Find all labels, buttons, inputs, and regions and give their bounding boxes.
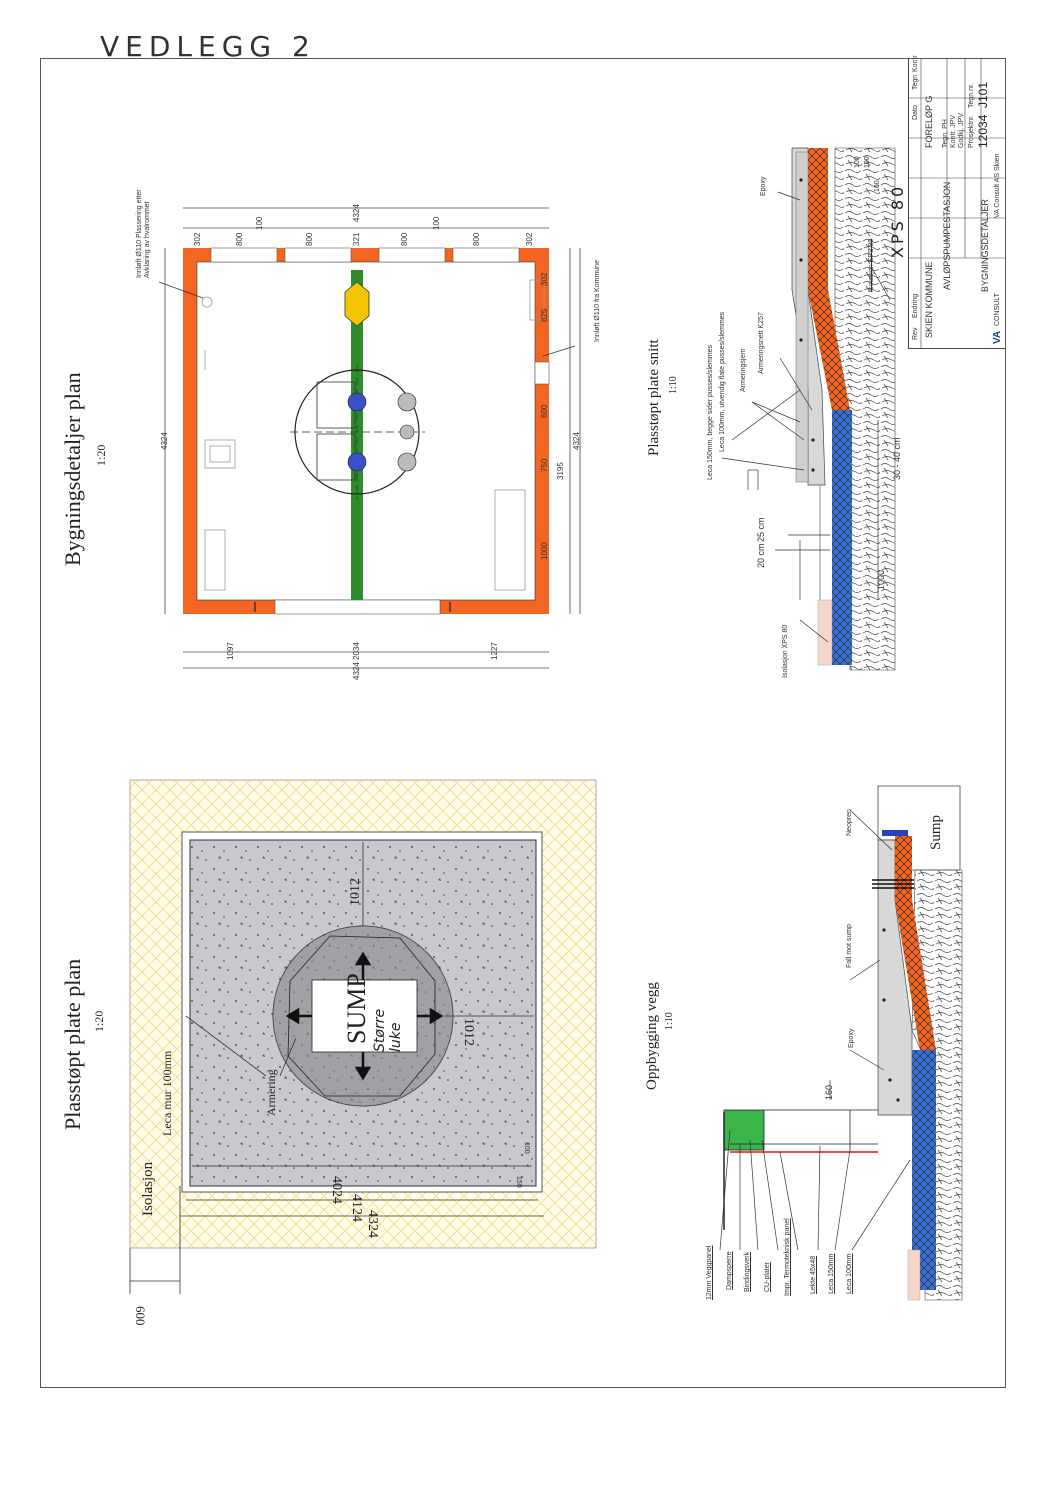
- plate-dim-600: 600: [133, 1306, 148, 1326]
- tb-project: AVLØPSPUMPESTASJON: [942, 181, 952, 290]
- plate-label-armering: Armering: [264, 1069, 278, 1116]
- plate-plan-title: Plasstøpt plate plan: [60, 958, 85, 1130]
- slab-dim-100-a: 100: [854, 156, 861, 168]
- tb-client: SKIEN KOMMUNE: [924, 261, 934, 338]
- tb-company: CONSULT: [994, 293, 1001, 326]
- wall-dim-160: 160: [824, 1084, 834, 1100]
- tb-meta-2: Kontr. JPV: [950, 114, 957, 148]
- wall-label-epoxy: Epoxy: [848, 1028, 855, 1048]
- slab-label-armeringsnett: Armeringsnett K257: [758, 312, 765, 374]
- tb-meta-3: Godkj. JPV: [958, 112, 965, 148]
- dim-left-total: 4324: [160, 432, 169, 450]
- slab-label-epoxy: Epoxy: [760, 176, 767, 196]
- slab-section-drawing: [721, 147, 896, 671]
- tb-company-logo: VA: [992, 330, 1003, 344]
- wall-label-neopren: Neopren: [846, 809, 853, 836]
- slab-label-xps-handwritten: XPS 80: [888, 183, 907, 258]
- dim-top-seg-5: 800: [400, 232, 409, 246]
- dim-top-seg-2: 800: [235, 232, 244, 246]
- plate-dim-4324: 4324: [365, 1210, 380, 1238]
- slab-section-scale: 1:10: [668, 376, 679, 394]
- tb-project-no: 12034: [976, 114, 990, 148]
- dim-right-total: 4324: [572, 432, 581, 450]
- dim-top-seg-7: 302: [525, 232, 534, 246]
- wall-section-title: Oppbygging vegg: [644, 982, 660, 1090]
- plate-dim-150: 150: [515, 1176, 522, 1188]
- tb-meta-5: Tegn.nr.: [968, 83, 975, 108]
- slab-label-leca100: Leca 100mm, utvendig flate pusses/slemme…: [719, 311, 726, 452]
- title-block: [908, 58, 1005, 349]
- building-plan-title: Bygningsdetaljer plan: [60, 372, 85, 566]
- tb-meta-1: Tegn. PH: [942, 119, 949, 148]
- slab-section-title: Plasstøpt plate snitt: [646, 339, 662, 456]
- dim-right-mid: 3195: [556, 462, 565, 480]
- slab-dim-20cm: 20 cm: [756, 543, 766, 568]
- slab-label-isolasjon-eps: Isolasjon EPS 80: [868, 238, 875, 292]
- slab-dim-1000: 1000: [876, 569, 886, 590]
- tb-kontr-label: Kontr: [912, 55, 919, 72]
- dim-top-sub-2: 100: [432, 216, 441, 230]
- wall-layer-1: 12mm Veggpanel: [706, 1245, 713, 1300]
- building-plan-scale: 1:20: [94, 444, 108, 466]
- wall-layer-3: Bindingsverk: [744, 1251, 751, 1292]
- dim-right-seg-2: 750: [540, 458, 549, 472]
- tb-drawing-no: J101: [976, 81, 990, 108]
- plate-plan-drawing: [129, 779, 597, 1294]
- slab-label-isolasjon-xps: Isolasjon XPS 80: [782, 624, 789, 678]
- slab-label-armeringsjern: Armeringsjern: [740, 348, 747, 392]
- plate-dim-1012-vertical: 1012: [348, 878, 363, 906]
- tb-drawing-title: BYGNINGSDETALJER: [980, 199, 990, 292]
- wall-layer-4: CU-plater: [764, 1262, 771, 1292]
- dim-right-seg-3: 600: [540, 404, 549, 418]
- dim-right-seg-4: 825: [540, 308, 549, 322]
- tb-date-label: Dato: [912, 105, 919, 120]
- building-plan-drawing: [158, 207, 581, 669]
- wall-layer-5: Impr. Termoteknisk panel: [784, 1218, 791, 1296]
- wall-label-sump: Sump: [928, 814, 944, 850]
- wall-layer-7: Leca 150mm: [828, 1253, 835, 1294]
- dim-top-seg-6: 800: [472, 232, 481, 246]
- dim-right-seg-5: 302: [540, 272, 549, 286]
- plate-dim-1012-horizontal: 1012: [461, 1018, 476, 1046]
- tb-rev-label: Rev: [912, 327, 919, 340]
- plate-dim-4024: 4024: [329, 1176, 344, 1204]
- plate-dim-4124: 4124: [349, 1194, 364, 1222]
- tb-tegn-label: Tegn: [912, 74, 919, 90]
- dim-top-sub-1: 100: [255, 216, 264, 230]
- dim-top-seg-1: 302: [193, 232, 202, 246]
- handwritten-title: VEDLEGG 2: [100, 30, 316, 63]
- plate-label-leca-mur: Leca mur 100mm: [160, 1050, 174, 1136]
- tb-meta-4: Prosjektnr.: [968, 114, 975, 148]
- note-inlet-top: Innløft Ø110 Plassering etter Avklaring …: [136, 189, 151, 278]
- slab-label-leca150: Leca 150mm, begge sider pusses/slemmes: [707, 344, 714, 480]
- dim-top-total: 4324: [352, 204, 361, 222]
- tb-status: FORELØP G: [924, 95, 934, 148]
- tb-company-address: VA Consult AS Skien: [994, 153, 1001, 218]
- slab-dim-25cm: 25 cm: [756, 517, 766, 542]
- plate-label-sump-handwritten: Større luke: [372, 1008, 404, 1052]
- wall-layer-2: Dampsperre: [726, 1251, 733, 1290]
- dim-bottom-seg-3: 1227: [490, 642, 499, 660]
- plate-label-isolasjon: Isolasjon: [140, 1161, 156, 1216]
- dim-bottom-total: 4324: [352, 662, 361, 680]
- wall-layer-6: Lekte 45x48: [810, 1255, 817, 1294]
- wall-label-fall: Fall mot sump: [846, 924, 853, 968]
- wall-section-drawing: [719, 785, 963, 1301]
- dim-bottom-seg-1: 1097: [226, 642, 235, 660]
- dim-top-seg-4: 321: [352, 232, 361, 246]
- wall-layer-8: Leca 100mm: [846, 1253, 853, 1294]
- dim-bottom-seg-2: 2034: [352, 642, 361, 660]
- title-block-grid: [909, 58, 1005, 348]
- plate-dim-100: 100: [523, 1142, 530, 1154]
- plate-label-sump: SUMP: [342, 973, 371, 1044]
- dim-top-seg-3: 800: [305, 232, 314, 246]
- drawing-frame: [40, 58, 1006, 1388]
- slab-dim-30-40cm: 30 - 40 cm: [892, 437, 902, 480]
- note-inlet-right: Innløft Ø110 fra Kommune: [594, 260, 601, 342]
- slab-dim-100-b: 100: [864, 156, 871, 168]
- tb-revision-label: Endring: [912, 293, 919, 318]
- dim-right-seg-1: 1000: [540, 542, 549, 560]
- wall-section-scale: 1:10: [664, 1012, 675, 1030]
- slab-dim-100-c: 100: [874, 180, 881, 192]
